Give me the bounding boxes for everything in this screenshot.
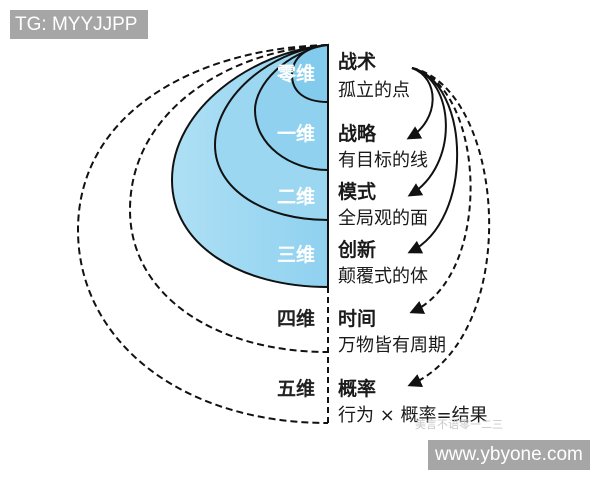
title-probability: 概率 <box>338 377 376 400</box>
title-innovation: 创新 <box>337 238 376 261</box>
dim-label-five: 五维 <box>277 377 315 400</box>
desc-pattern: 全局观的面 <box>338 208 428 229</box>
zero-dim-region <box>290 43 329 104</box>
desc-innovation: 颠覆式的体 <box>338 266 428 287</box>
title-time: 时间 <box>338 308 376 330</box>
tg-badge: TG: MYYJJPP <box>10 10 148 39</box>
dim-label-two: 二维 <box>277 185 315 208</box>
arrow-to-innovation <box>407 67 459 254</box>
dim-label-three: 三维 <box>277 243 315 266</box>
dim-label-four: 四维 <box>277 307 315 330</box>
desc-tactics: 孤立的点 <box>338 80 410 101</box>
arrow-to-probability <box>407 67 490 387</box>
title-tactics: 战术 <box>338 51 376 73</box>
title-strategy: 战略 <box>338 122 377 145</box>
watermark-text: 美言不语零一二三 <box>415 418 503 431</box>
arrow-to-pattern <box>407 67 447 197</box>
arrow-to-time <box>409 67 472 314</box>
site-badge: www.ybyone.com <box>428 440 590 470</box>
four-dim-boundary <box>128 44 329 353</box>
five-dim-boundary <box>76 44 329 424</box>
dim-label-one: 一维 <box>277 122 315 145</box>
desc-probability: 行为 × 概率=结果 <box>338 405 488 426</box>
dim-label-zero: 零维 <box>276 62 315 85</box>
desc-strategy: 有目标的线 <box>338 150 428 171</box>
desc-time: 万物皆有周期 <box>338 335 446 356</box>
title-pattern: 模式 <box>338 180 376 203</box>
